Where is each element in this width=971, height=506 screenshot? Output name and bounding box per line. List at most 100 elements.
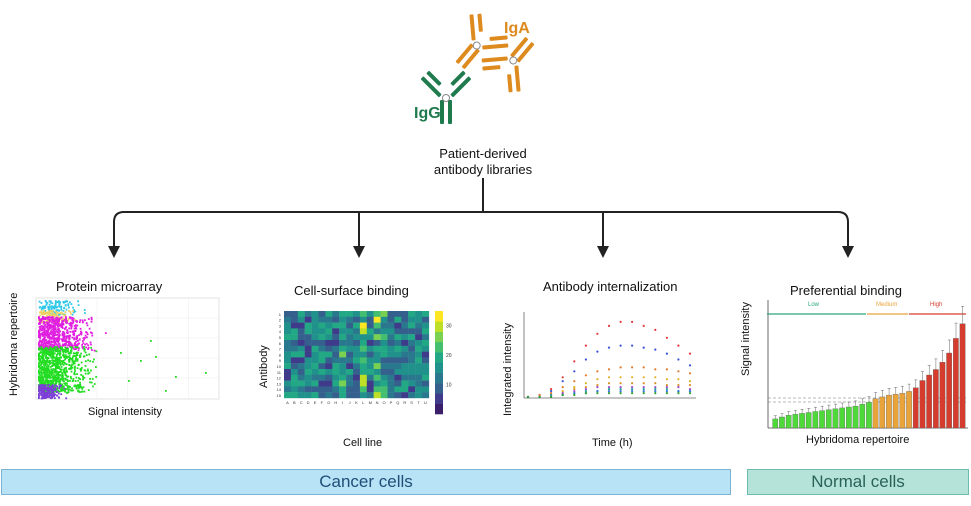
heatmap-cell	[311, 374, 319, 381]
heatmap-cell	[318, 345, 326, 352]
scatter-point	[69, 324, 72, 327]
scatter-point	[77, 384, 80, 386]
heatmap-cell	[422, 311, 430, 317]
scatter-point	[82, 340, 84, 342]
scatter-point	[68, 359, 71, 361]
scatter-point	[41, 353, 44, 356]
scatter-point	[45, 361, 47, 364]
line-point	[677, 378, 680, 381]
scatter-point	[84, 312, 86, 314]
scatter-point	[63, 389, 66, 392]
heatmap-cell	[366, 351, 374, 358]
heatmap-cell	[401, 316, 409, 323]
scatter-point	[79, 327, 82, 330]
scatter-point	[41, 359, 44, 362]
scatter-point	[61, 340, 64, 343]
scatter-point	[48, 381, 51, 384]
scatter-point	[43, 386, 46, 389]
scatter-point	[40, 302, 43, 304]
bar	[866, 402, 872, 429]
scatter-point	[57, 389, 60, 392]
microarray-xlabel: Signal intensity	[88, 406, 162, 418]
scatter-point	[54, 389, 57, 391]
scatter-point	[48, 354, 51, 356]
scatter-point	[64, 327, 67, 329]
line-point	[596, 378, 599, 381]
scatter-point	[89, 331, 92, 334]
scatter-point	[68, 336, 70, 339]
heatmap-col-label: M	[369, 400, 372, 405]
scatter-point	[87, 372, 89, 375]
heatmap-cell	[284, 322, 292, 329]
heatmap-cell	[387, 311, 395, 317]
heatmap-cell	[284, 311, 292, 317]
line-point	[654, 382, 657, 385]
heatmap-cell	[304, 316, 312, 323]
microarray-ylabel: Hybridoma repertoire	[8, 292, 20, 396]
scatter-point	[52, 385, 54, 388]
scatter-point	[62, 318, 65, 321]
scatter-point	[66, 370, 68, 373]
scatter-point	[41, 313, 43, 316]
scatter-point	[53, 342, 56, 345]
scatter-point	[61, 377, 63, 379]
heatmap-cell	[387, 386, 395, 393]
internalization-line-plot	[523, 312, 696, 399]
scatter-point	[87, 346, 90, 349]
scatter-point	[38, 383, 41, 386]
heatmap-cell	[311, 322, 319, 329]
scatter-point	[66, 335, 69, 337]
scatter-point	[84, 365, 87, 367]
scatter-point	[64, 311, 67, 313]
scatter-point	[60, 384, 62, 387]
scatter-point	[78, 338, 81, 341]
scatter-point	[54, 346, 56, 348]
scatter-point	[55, 343, 58, 345]
scatter-point	[59, 324, 61, 327]
scatter-point	[50, 397, 53, 399]
line-point	[642, 386, 645, 389]
heatmap-cell	[394, 311, 402, 317]
scatter-point	[40, 332, 43, 335]
arrowhead-preferential	[842, 246, 854, 258]
scatter-point	[70, 343, 73, 346]
heatmap-cell	[339, 345, 347, 352]
scatter-point	[51, 333, 54, 335]
scatter-point	[40, 397, 43, 400]
scatter-point	[83, 376, 86, 379]
scatter-point	[64, 346, 67, 349]
scatter-point	[61, 383, 64, 386]
heatmap-cell	[401, 322, 409, 329]
heatmap-row-label: 14	[277, 387, 282, 392]
heatmap-cell	[380, 322, 388, 329]
heatmap-cell	[366, 357, 374, 364]
scatter-point	[51, 321, 53, 324]
preferential-bar-chart	[767, 300, 968, 429]
line-point	[607, 392, 611, 395]
scatter-point	[83, 346, 85, 348]
scatter-point	[38, 397, 40, 400]
scatter-point	[71, 366, 74, 369]
scatter-point	[81, 390, 84, 393]
heatmap-cell	[311, 351, 319, 358]
scatter-point	[54, 321, 57, 323]
scatter-point	[55, 367, 58, 369]
scatter-point	[42, 396, 45, 399]
scatter-point	[63, 318, 66, 321]
scatter-point	[52, 335, 55, 338]
scatter-point	[90, 381, 93, 384]
scatter-point	[39, 359, 42, 361]
line-point	[677, 392, 680, 395]
scatter-point	[43, 345, 46, 347]
scatter-point	[46, 315, 48, 317]
scatter-point	[95, 350, 98, 353]
scatter-point	[44, 310, 46, 312]
heatmap-cell	[373, 328, 381, 335]
scatter-point	[65, 378, 67, 381]
heatmap-cell	[297, 386, 305, 393]
internalization-title: Antibody internalization	[543, 279, 678, 294]
scatter-point	[38, 353, 40, 356]
scatter-point	[52, 371, 55, 374]
scatter-point	[50, 307, 53, 310]
